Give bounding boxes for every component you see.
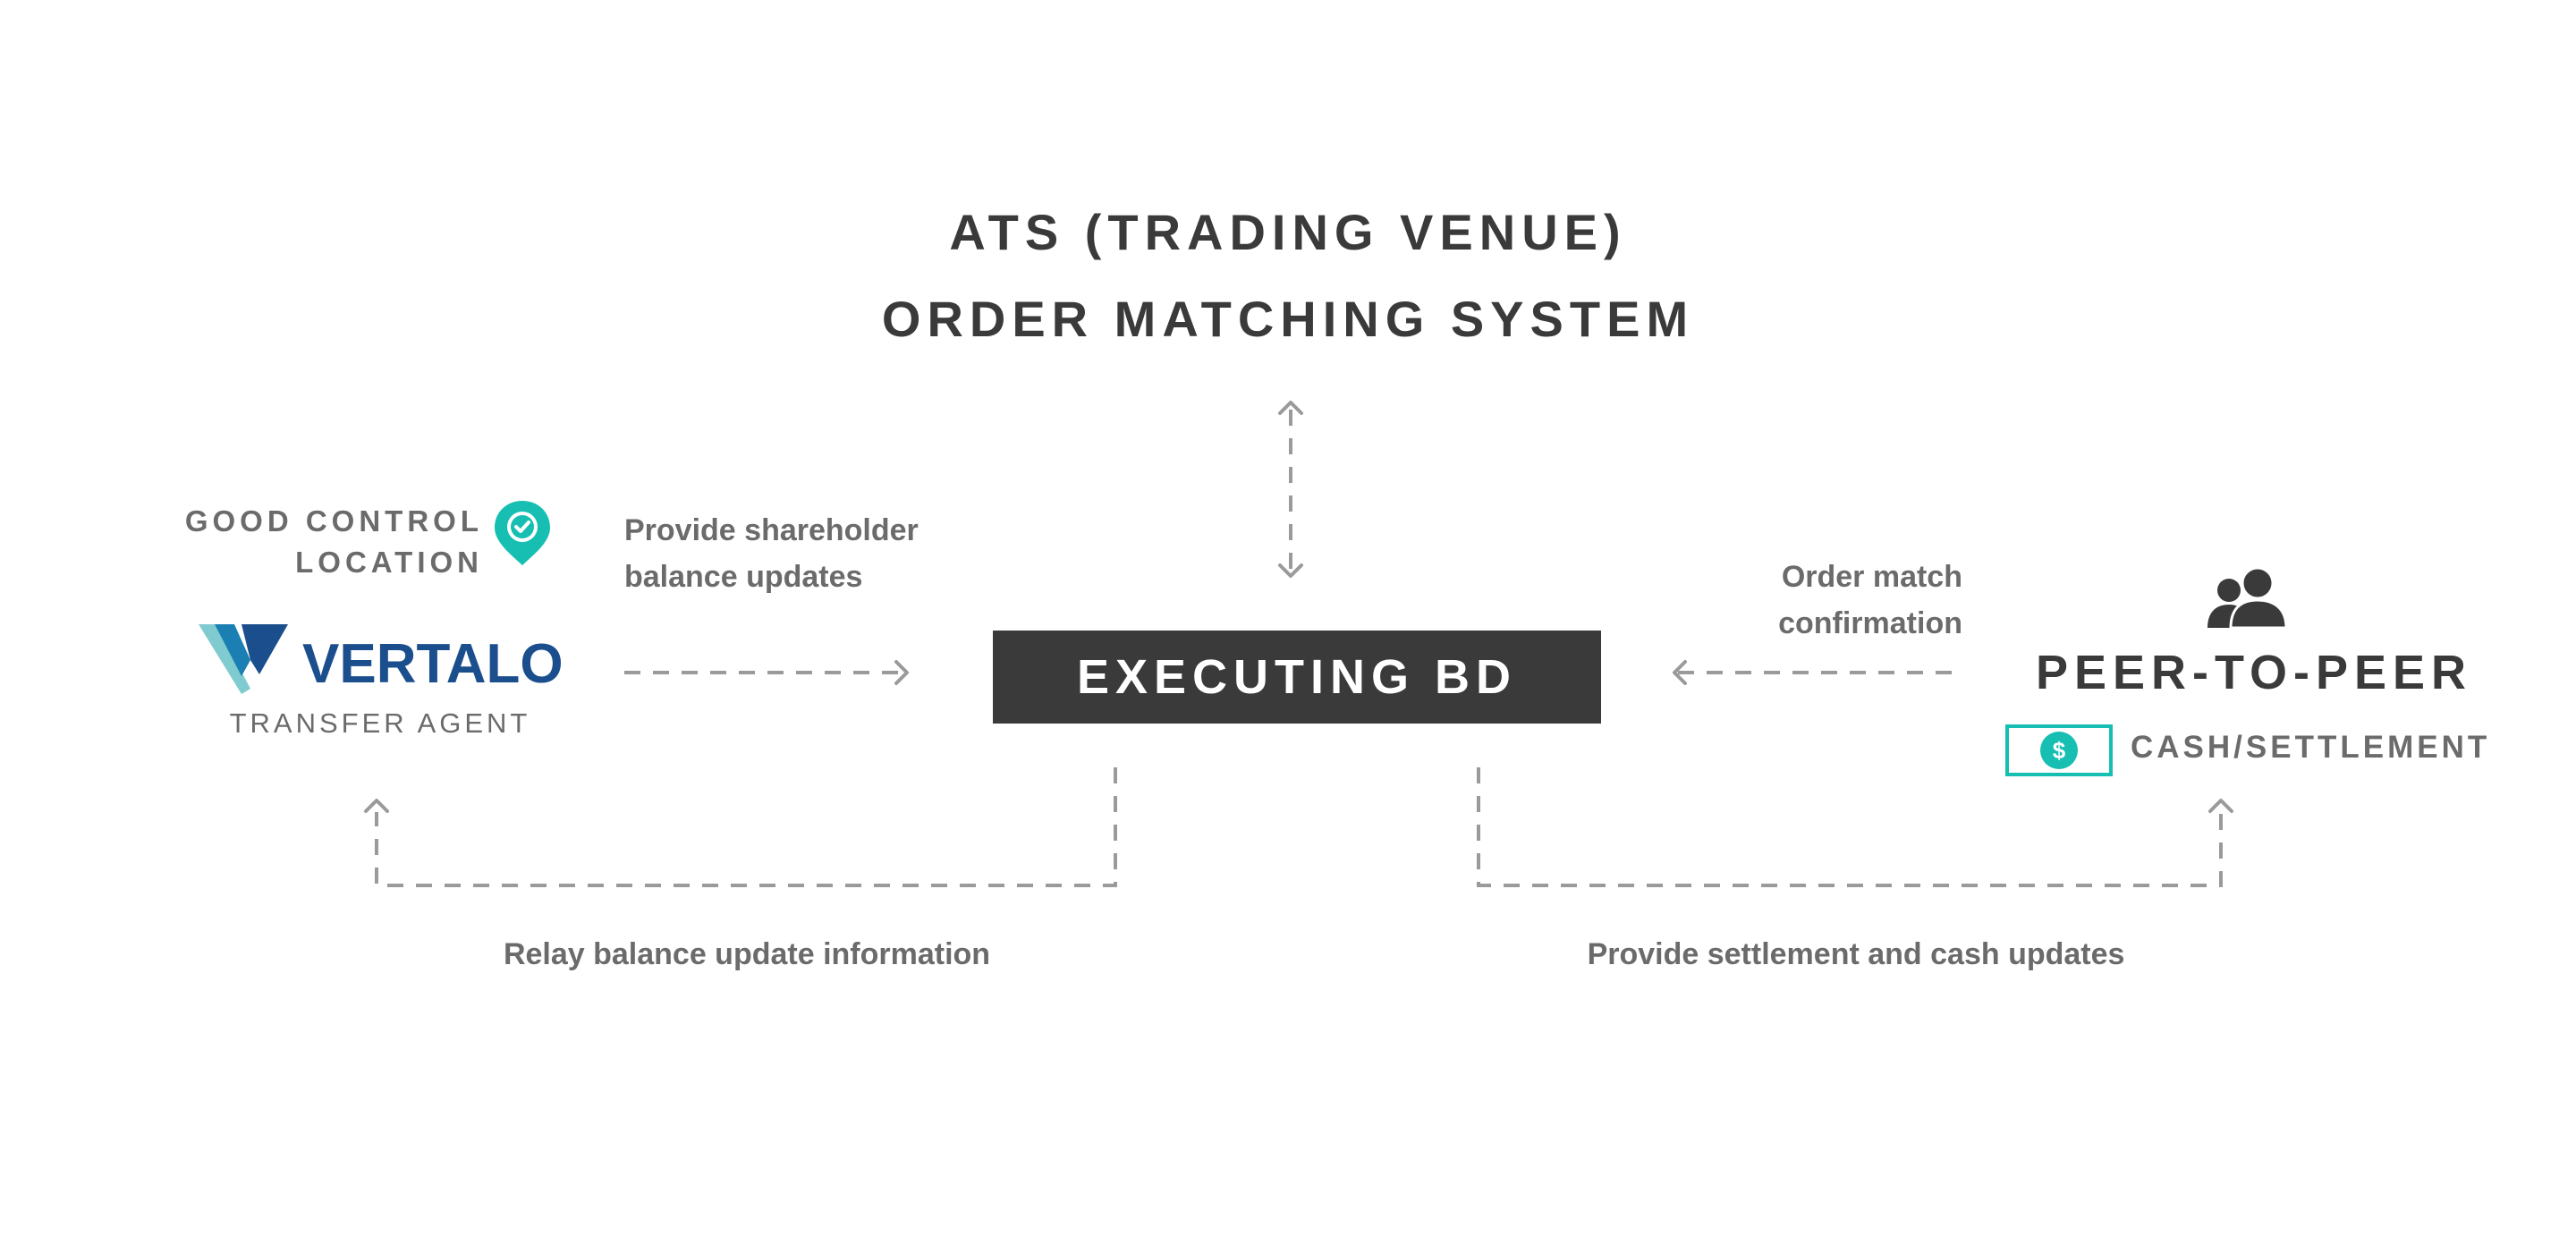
cash-bill-icon: $	[2005, 724, 2113, 776]
peer-to-peer-label: PEER-TO-PEER	[2035, 646, 2473, 699]
cash-symbol: $	[2053, 737, 2066, 764]
good-control-label: GOOD CONTROL LOCATION	[184, 504, 483, 579]
vertalo-wordmark: VERTALO	[302, 633, 564, 695]
settlement-update-label: Provide settlement and cash updates	[1587, 937, 2125, 971]
people-icon	[2207, 567, 2288, 628]
executing-bd-box: EXECUTING BD	[993, 631, 1601, 724]
executing-bd-label: EXECUTING BD	[1076, 650, 1518, 704]
vertalo-logo-mark	[199, 624, 288, 694]
settlement-arrowhead	[2208, 799, 2233, 813]
relay-arrowhead	[364, 799, 389, 813]
transfer-agent-label: TRANSFER AGENT	[229, 707, 531, 739]
title-line-2: ORDER MATCHING SYSTEM	[881, 291, 1695, 347]
relay-connector	[375, 767, 1117, 887]
order-match-label: Order match confirmation	[1778, 560, 1962, 640]
settlement-connector	[1477, 767, 2223, 887]
ats-arrowhead-down	[1278, 563, 1303, 578]
title-line-1: ATS (TRADING VENUE)	[949, 204, 1627, 260]
relay-balance-label: Relay balance update information	[503, 937, 991, 971]
cash-settlement-label: CASH/SETTLEMENT	[2131, 730, 2491, 765]
location-check-icon	[495, 501, 550, 565]
ats-arrowhead-up	[1278, 401, 1303, 415]
shareholder-arrowhead	[894, 660, 909, 685]
order-match-arrowhead	[1673, 660, 1687, 685]
shareholder-update-label: Provide shareholder balance updates	[624, 513, 919, 594]
